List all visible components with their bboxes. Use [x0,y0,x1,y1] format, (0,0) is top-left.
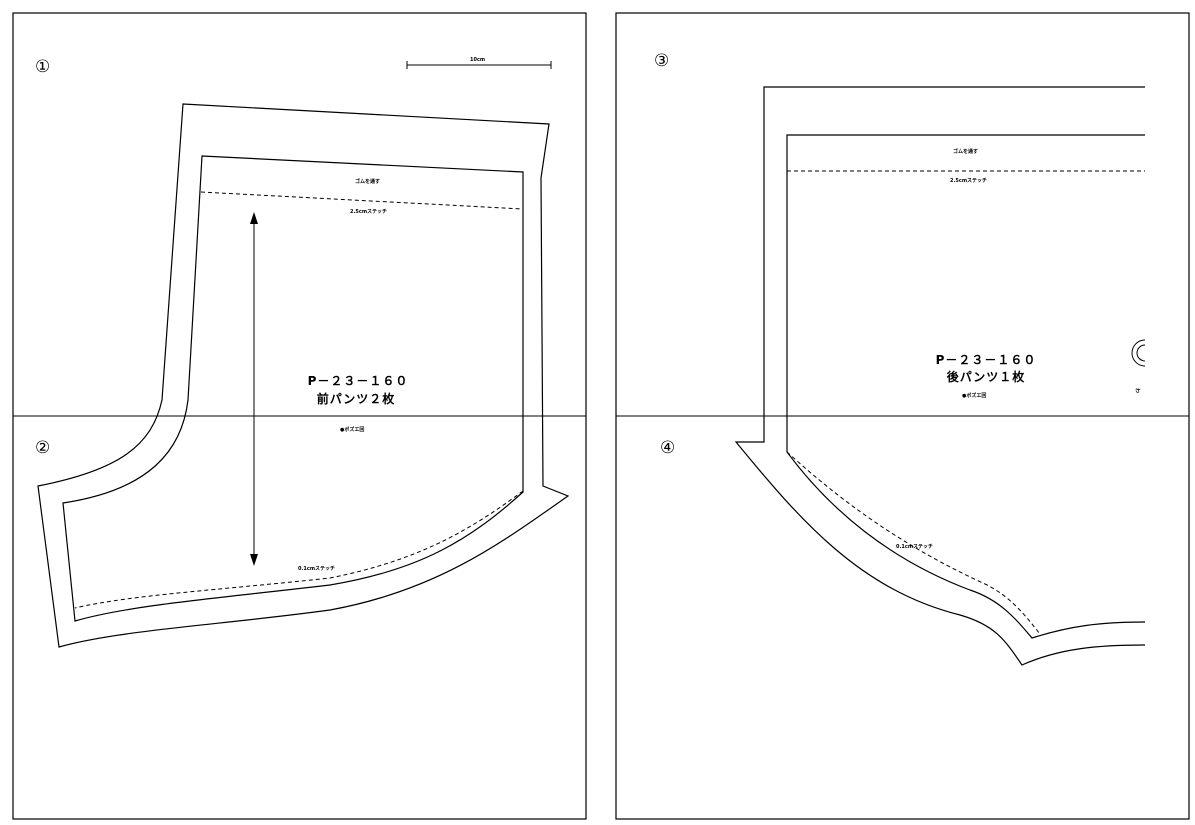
back-pattern-code: P－２３－１６０ [936,353,1037,367]
panel-number-4: ④ [660,438,675,458]
front-waist-stitch-line [200,191,524,210]
back-crotch-stitch-label: 0.1cmステッチ [896,544,933,550]
scale-bar: 10cm [406,57,552,69]
front-cutting-line [37,103,570,648]
back-piece-label: 後パンツ１枚 [947,369,1026,384]
front-pattern-code: P－２３－１６０ [308,374,409,388]
panel-number-3: ③ [654,51,669,71]
back-elastic-note: ゴムを通す [953,148,978,155]
front-elastic-note: ゴムを通す [355,178,380,185]
front-fabric-note: ●ボズエ回 [340,426,364,433]
back-fabric-note: ●ボズエ回 [962,392,986,399]
back-side-note: わ [1134,388,1141,393]
panel-number-1: ① [35,57,50,77]
scale-label: 10cm [470,57,485,63]
front-grainline-arrow [250,212,258,566]
front-hem-stitch-line [74,490,524,609]
panel-number-2: ② [35,438,50,458]
front-hem-stitch-label: 0.1cmステッチ [298,566,335,572]
front-piece-label: 前パンツ２枚 [317,391,396,406]
front-pants-sheet: ① ② 10cm ゴムを通す 2.5cmステッチ 0.1cmステッチ P－２３－… [12,12,587,820]
back-pants-sheet: ③ ④ わ ゴムを通す 2.5cmステッチ 0.1cmステッチ P－２３－１６０… [615,12,1190,820]
front-top-stitch-label: 2.5cmステッチ [350,209,387,215]
front-sewing-line [62,155,524,622]
fold-mark [1131,339,1146,367]
back-crotch-stitch-line [786,451,1041,635]
back-top-stitch-label: 2.5cmステッチ [950,178,987,184]
back-cutting-line [734,86,1146,666]
back-sewing-line [786,134,1146,639]
